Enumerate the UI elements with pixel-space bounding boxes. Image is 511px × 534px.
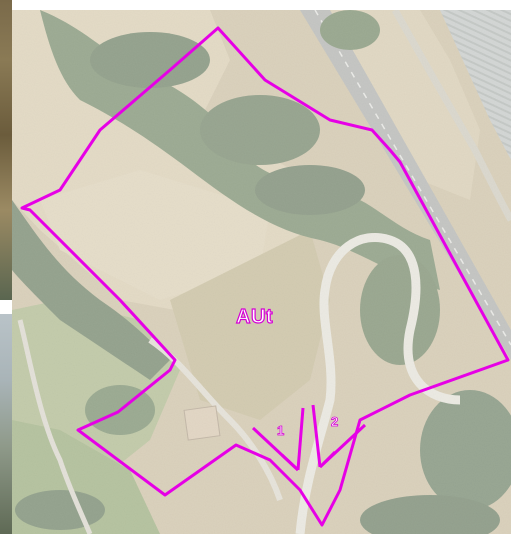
adjacent-photo-strip (0, 0, 12, 534)
access-label-2: 2 (331, 414, 339, 430)
access-arrow-2 (311, 404, 367, 469)
aerial-map-svg (12, 10, 511, 534)
zone-boundary (20, 26, 510, 527)
photo-grain (12, 10, 511, 534)
strip-divider (0, 300, 12, 314)
zone-label: AUt (235, 305, 274, 328)
access-label-1: 1 (277, 423, 285, 439)
access-arrow-1 (251, 407, 305, 472)
adjacent-photo-top (0, 0, 12, 300)
adjacent-photo-bottom (0, 314, 12, 534)
aerial-photo (12, 10, 511, 534)
